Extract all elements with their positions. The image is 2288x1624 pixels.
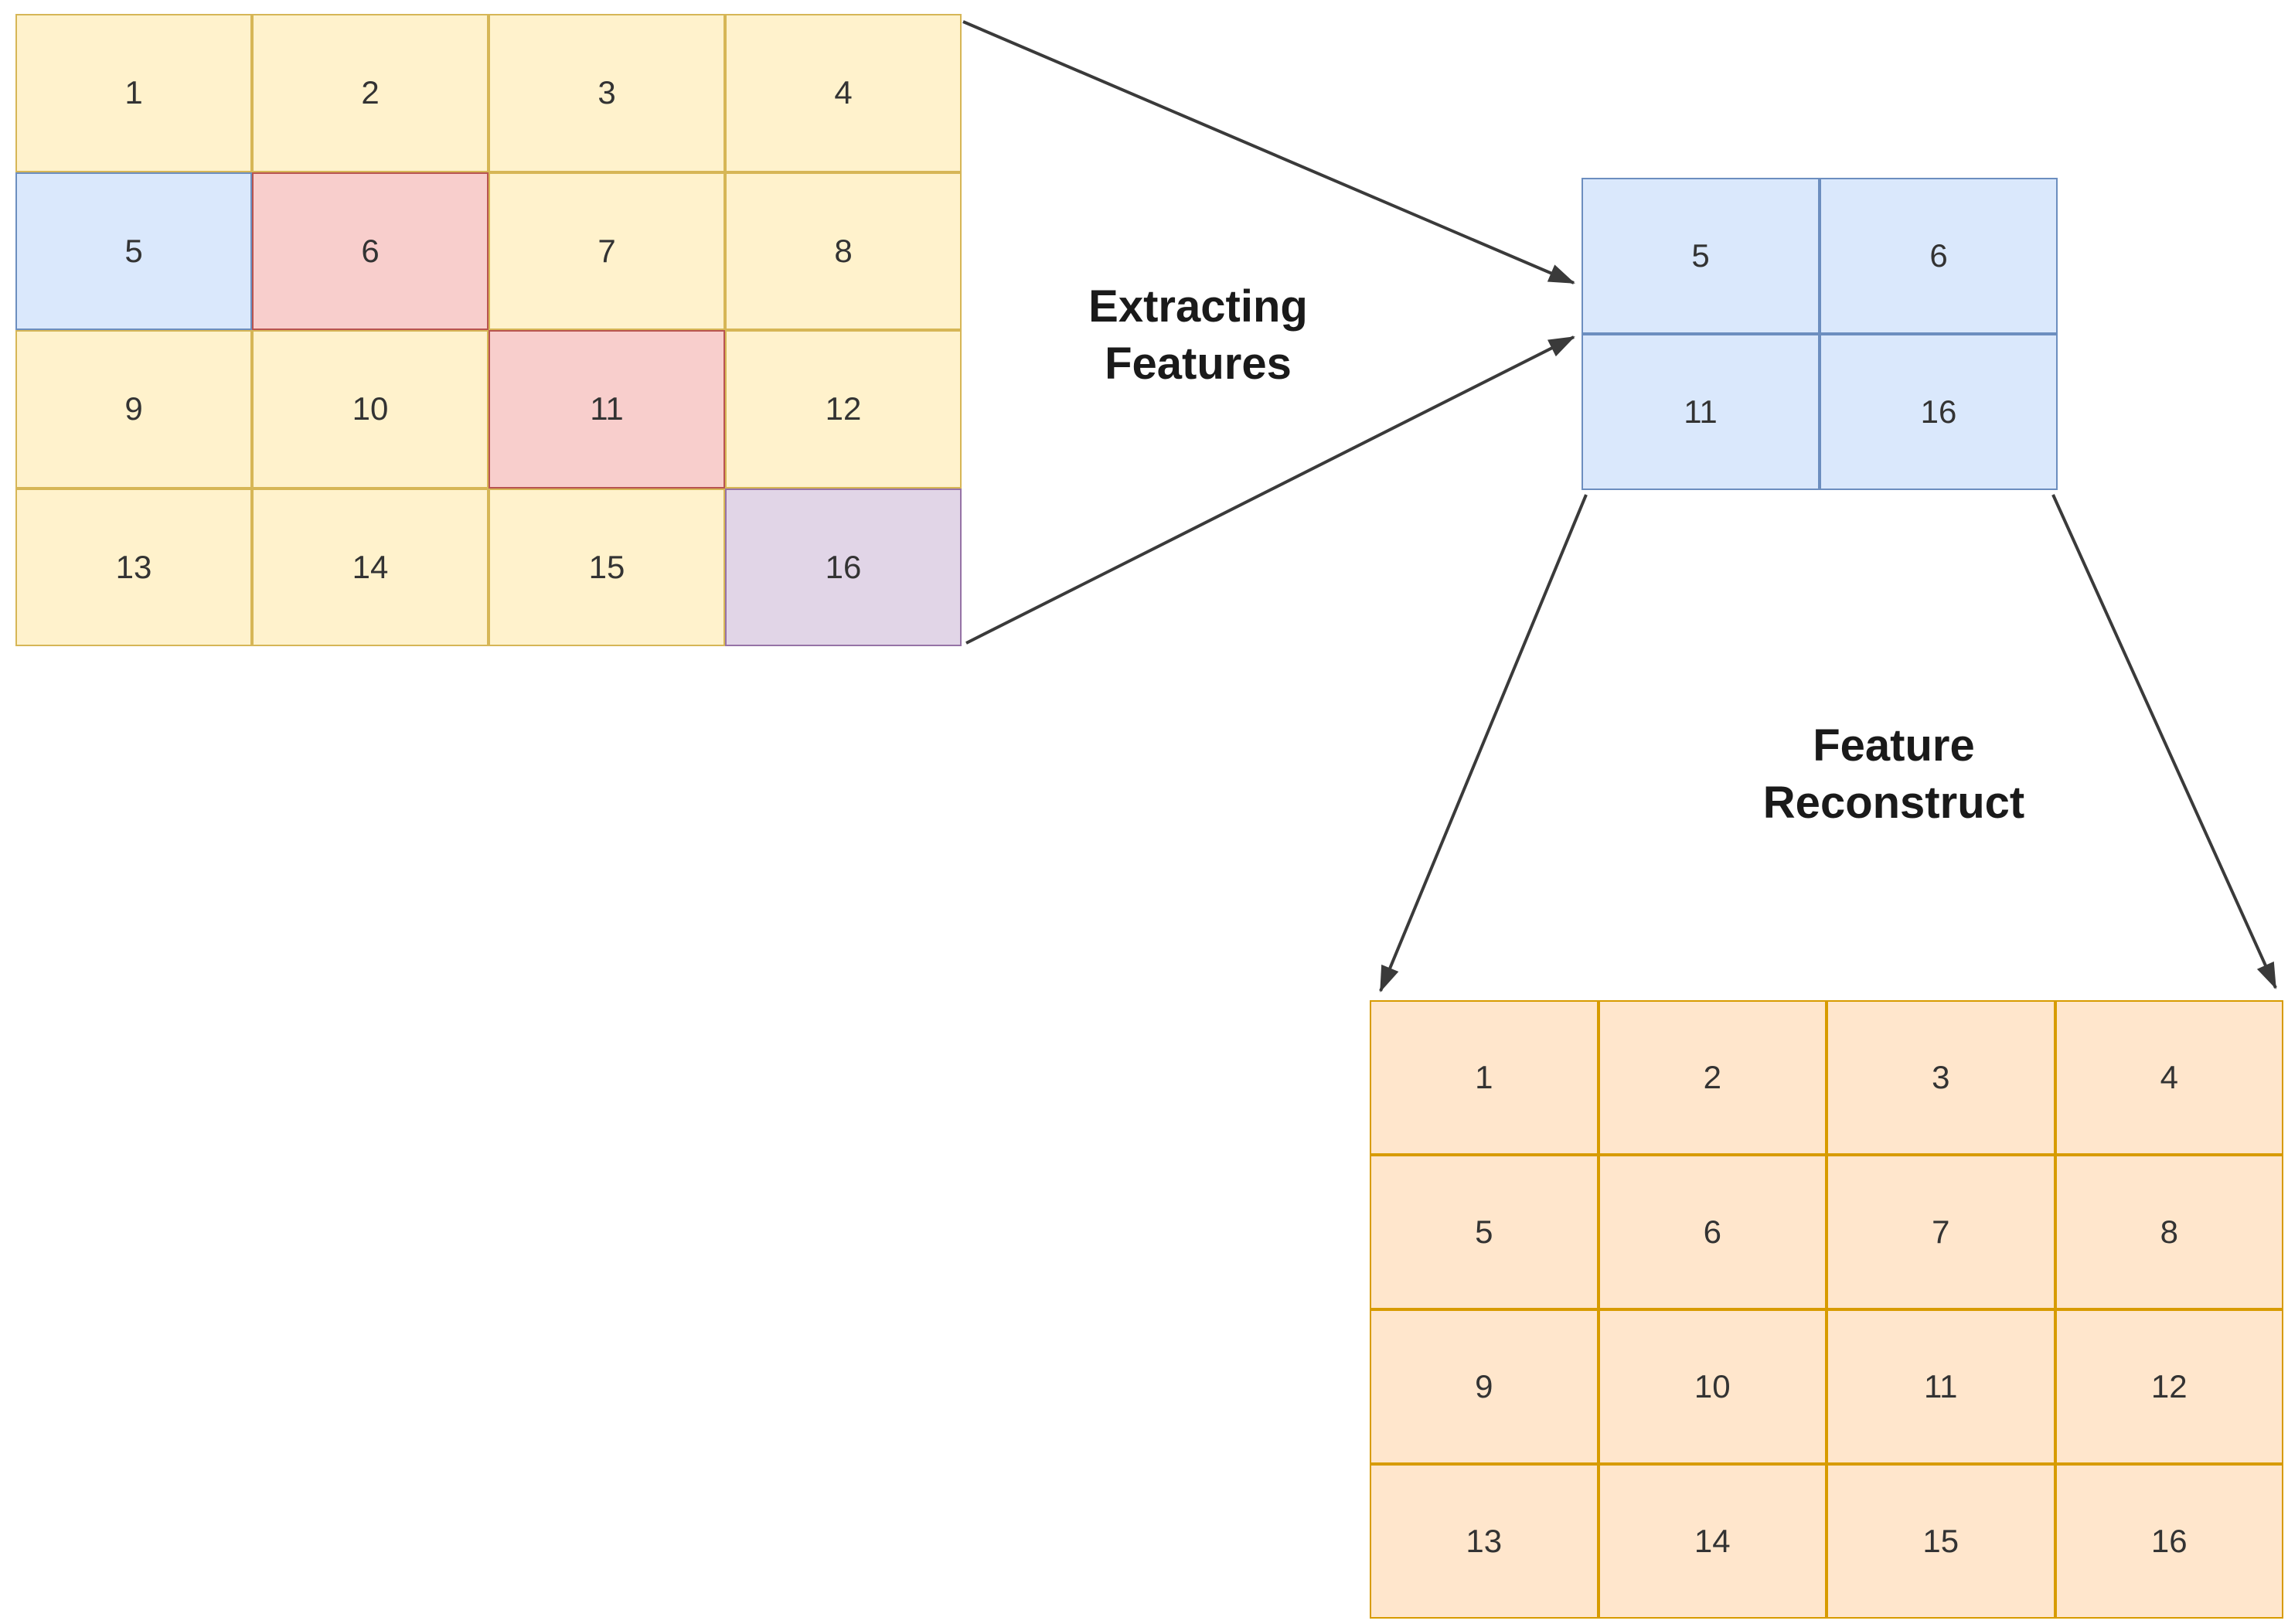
grid-cell-1: 1 (15, 14, 252, 172)
grid-cell-7: 7 (1827, 1155, 2055, 1309)
grid-cell-15: 15 (489, 488, 725, 646)
grid-cell-16: 16 (2055, 1464, 2283, 1619)
grid-cell-3: 3 (489, 14, 725, 172)
extracting-features-label: Extracting Features (989, 278, 1407, 393)
grid-cell-8: 8 (2055, 1155, 2283, 1309)
grid-cell-10: 10 (252, 330, 489, 489)
grid-cell-12: 12 (2055, 1309, 2283, 1464)
feature-reconstruct-label-line1: Feature (1813, 720, 1975, 771)
grid-cell-16: 16 (725, 488, 962, 646)
grid-cell-11: 11 (1827, 1309, 2055, 1464)
grid-cell-9: 9 (1370, 1309, 1599, 1464)
grid-cell-1: 1 (1370, 1000, 1599, 1155)
grid-cell-15: 15 (1827, 1464, 2055, 1619)
grid-cell-5: 5 (1582, 178, 1820, 334)
feature-reconstruct-label: Feature Reconstruct (1685, 717, 2102, 832)
grid-cell-10: 10 (1598, 1309, 1827, 1464)
arrow-reconstruct-left (1379, 494, 1588, 992)
grid-cell-6: 6 (252, 172, 489, 330)
feature-reconstruct-label-line2: Reconstruct (1762, 778, 2025, 829)
grid-cell-5: 5 (1370, 1155, 1599, 1309)
grid-cell-13: 13 (1370, 1464, 1599, 1619)
grid-cell-7: 7 (489, 172, 725, 330)
extracting-features-label-line1: Extracting (1088, 281, 1308, 332)
grid-cell-6: 6 (1820, 178, 2058, 334)
grid-cell-11: 11 (1582, 334, 1820, 490)
grid-cell-11: 11 (489, 330, 725, 489)
grid-cell-9: 9 (15, 330, 252, 489)
grid-cell-14: 14 (1598, 1464, 1827, 1619)
grid-cell-4: 4 (725, 14, 962, 172)
grid-cell-16: 16 (1820, 334, 2058, 490)
arrow-extract-top (962, 20, 1575, 284)
extracting-features-label-line2: Features (1105, 339, 1292, 390)
grid-cell-6: 6 (1598, 1155, 1827, 1309)
grid-cell-4: 4 (2055, 1000, 2283, 1155)
grid-cell-2: 2 (1598, 1000, 1827, 1155)
grid-cell-3: 3 (1827, 1000, 2055, 1155)
grid-cell-8: 8 (725, 172, 962, 330)
grid-cell-12: 12 (725, 330, 962, 489)
grid-cell-13: 13 (15, 488, 252, 646)
grid-cell-14: 14 (252, 488, 489, 646)
grid-cell-5: 5 (15, 172, 252, 330)
grid-cell-2: 2 (252, 14, 489, 172)
